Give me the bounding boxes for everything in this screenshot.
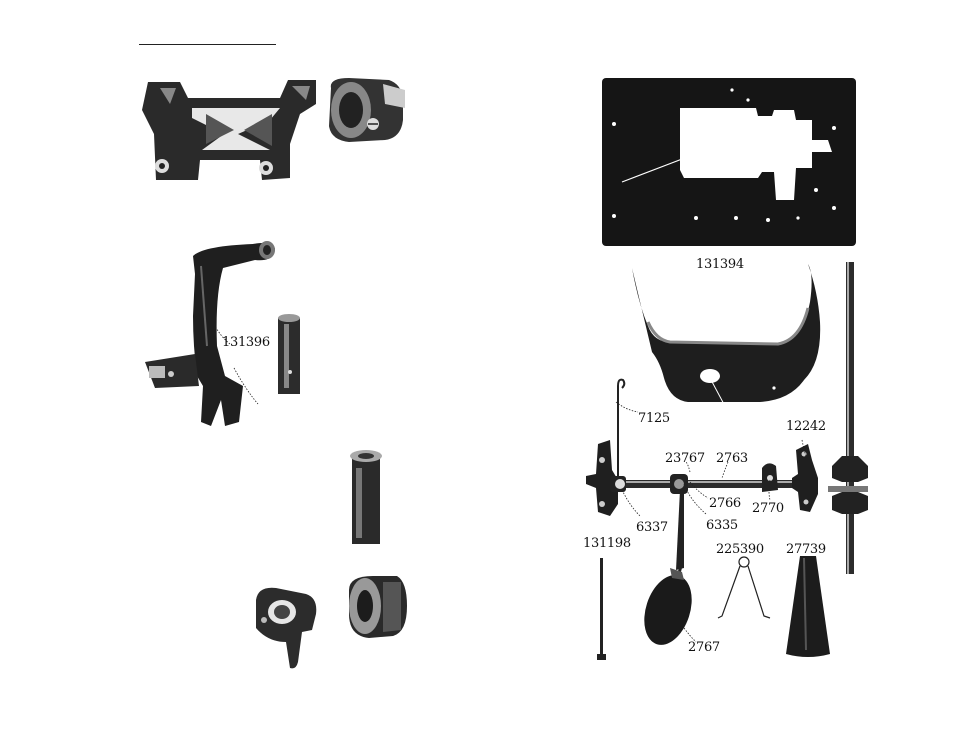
clamp-illustration bbox=[246, 580, 322, 672]
label-2766: 2766 bbox=[709, 497, 741, 510]
pedal-illustration bbox=[640, 488, 710, 648]
label-2763: 2763 bbox=[716, 452, 748, 465]
sleeve-illustration bbox=[348, 448, 384, 546]
label-23767: 23767 bbox=[665, 452, 705, 465]
bracket-casting-illustration bbox=[140, 74, 320, 186]
label-225390: 225390 bbox=[716, 543, 764, 556]
spring-clip-illustration bbox=[716, 552, 772, 622]
long-shaft-illustration bbox=[826, 260, 872, 578]
leader-lines-131396 bbox=[210, 316, 270, 406]
label-2767: 2767 bbox=[688, 641, 720, 654]
tube-illustration bbox=[276, 314, 302, 398]
label-131198: 131198 bbox=[583, 537, 631, 550]
header-rule bbox=[139, 44, 276, 45]
long-bolt-illustration bbox=[594, 556, 610, 664]
bushing-illustration bbox=[343, 570, 409, 642]
collar-illustration bbox=[325, 74, 407, 146]
label-12242: 12242 bbox=[786, 420, 826, 433]
cone-illustration bbox=[784, 554, 832, 660]
label-131396: 131396 bbox=[222, 336, 270, 349]
label-27739: 27739 bbox=[786, 543, 826, 556]
label-2770: 2770 bbox=[752, 502, 784, 515]
label-7125: 7125 bbox=[638, 412, 670, 425]
label-6335: 6335 bbox=[706, 519, 738, 532]
shield-pan-illustration bbox=[630, 262, 826, 408]
plate-131394-illustration bbox=[602, 78, 856, 246]
